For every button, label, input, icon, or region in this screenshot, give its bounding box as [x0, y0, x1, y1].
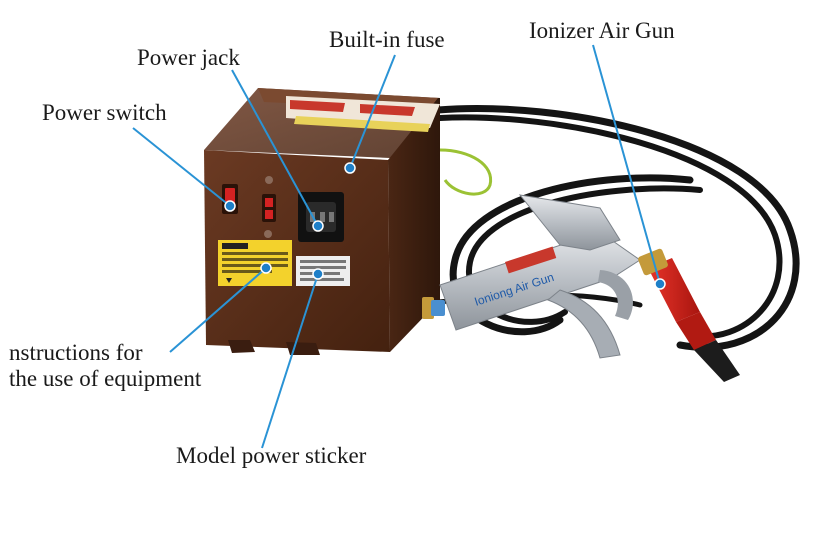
callout-line-instructions [169, 267, 267, 353]
callout-line-built-in-fuse [349, 54, 396, 169]
trigger [547, 289, 621, 359]
ground-wire [439, 148, 493, 196]
label-instructions: nstructions for the use of equipment [9, 340, 201, 392]
callout-dot-built-in-fuse [344, 162, 356, 174]
instructions-sticker [218, 240, 292, 286]
callout-dots [224, 162, 666, 290]
label-power-jack: Power jack [137, 45, 240, 70]
callout-dot-power-jack [312, 220, 324, 232]
callout-dot-ionizer-air-gun [654, 278, 666, 290]
callout-line-model-power-sticker [261, 273, 319, 449]
callout-dot-instructions [260, 262, 272, 274]
power-supply-box [204, 88, 440, 355]
screw-icon [265, 176, 273, 184]
callout-line-power-switch [132, 127, 231, 207]
label-ionizer-air-gun: Ionizer Air Gun [529, 18, 675, 43]
label-built-in-fuse: Built-in fuse [329, 27, 445, 52]
label-instructions-line1: nstructions for [9, 340, 143, 365]
callout-line-power-jack [231, 69, 319, 227]
ionizer-nozzle [638, 248, 740, 382]
model-power-sticker [296, 256, 350, 286]
screw-icon [264, 230, 272, 238]
callout-lines [132, 44, 661, 449]
gun-brand-label [505, 246, 557, 274]
callout-dot-power-switch [224, 200, 236, 212]
label-model-power-sticker: Model power sticker [176, 443, 367, 468]
callout-dot-model-power-sticker [312, 268, 324, 280]
label-instructions-line2: the use of equipment [9, 366, 202, 391]
label-power-switch: Power switch [42, 100, 167, 125]
callout-line-ionizer-air-gun [592, 44, 661, 285]
ionizer-air-gun: Ioniong Air Gun [422, 194, 740, 382]
